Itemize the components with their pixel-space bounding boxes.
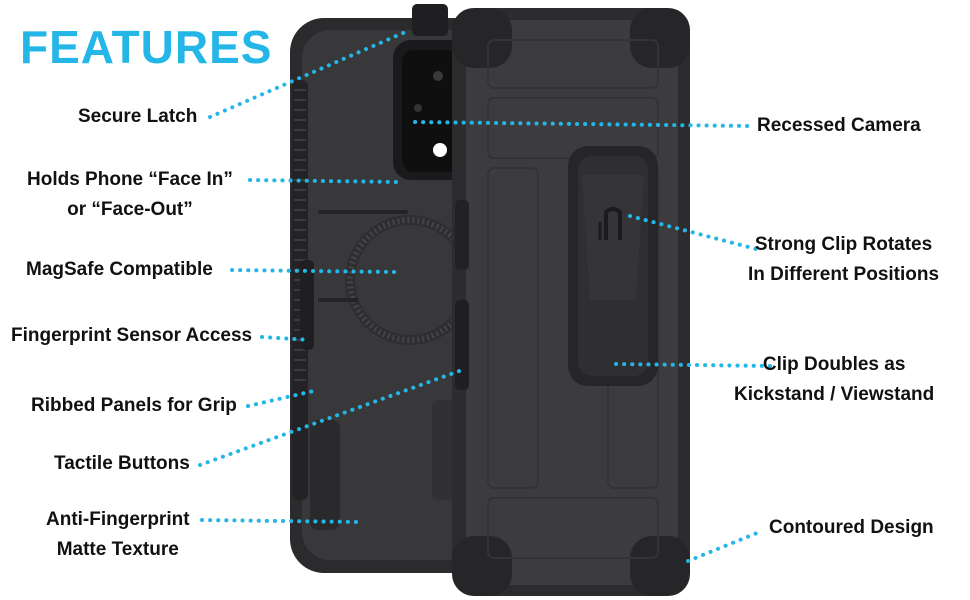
belt-clip	[568, 146, 658, 386]
latch	[412, 4, 448, 36]
label-line: Ribbed Panels for Grip	[31, 395, 237, 416]
label-magsafe: MagSafe Compatible	[26, 255, 213, 285]
label-line: MagSafe Compatible	[26, 259, 213, 280]
label-line: Kickstand / Viewstand	[734, 384, 935, 405]
camera-module	[393, 40, 471, 180]
label-line: In Different Positions	[748, 264, 940, 285]
label-matte-texture: Anti-Fingerprint Matte Texture	[46, 505, 190, 565]
label-tactile-buttons: Tactile Buttons	[54, 449, 190, 479]
label-line: or “Face-Out”	[67, 199, 193, 220]
label-line: Secure Latch	[78, 106, 198, 127]
page-title: FEATURES	[20, 21, 273, 73]
label-contoured-design: Contoured Design	[769, 513, 934, 543]
rear-case-image	[290, 4, 490, 573]
label-line: Matte Texture	[56, 539, 179, 560]
label-line: Tactile Buttons	[54, 453, 190, 474]
fingerprint-cutout	[300, 260, 314, 350]
holster-case-image	[452, 8, 690, 596]
label-line: Holds Phone “Face In”	[27, 169, 233, 190]
label-line: Strong Clip Rotates	[754, 234, 933, 255]
label-ribbed-panels: Ribbed Panels for Grip	[31, 391, 237, 421]
label-line: Clip Doubles as	[762, 354, 906, 375]
label-line: Recessed Camera	[757, 115, 921, 136]
label-strong-clip: Strong Clip Rotates In Different Positio…	[748, 230, 939, 290]
label-fingerprint-access: Fingerprint Sensor Access	[11, 321, 252, 351]
label-line: Fingerprint Sensor Access	[11, 325, 253, 346]
label-line: Contoured Design	[769, 517, 934, 538]
leader-lines	[198, 28, 772, 563]
label-line: Anti-Fingerprint	[46, 509, 190, 530]
label-secure-latch: Secure Latch	[78, 102, 197, 132]
label-recessed-camera: Recessed Camera	[757, 111, 921, 141]
tactile-buttons	[455, 300, 469, 390]
label-face-in-out: Holds Phone “Face In” or “Face-Out”	[27, 165, 233, 225]
label-kickstand: Clip Doubles as Kickstand / Viewstand	[734, 350, 934, 410]
